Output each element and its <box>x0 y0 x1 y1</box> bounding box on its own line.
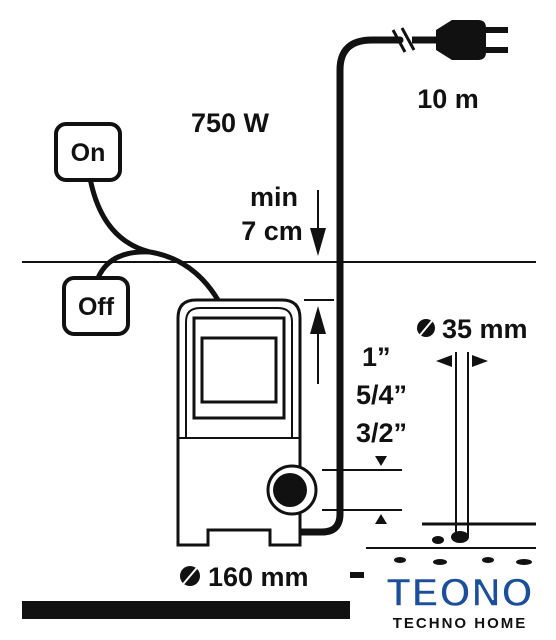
float-switch-cable-off <box>95 249 151 280</box>
floor-bar <box>22 601 350 619</box>
logo-name: TEONO <box>386 571 533 615</box>
switch-on-label: On <box>71 139 106 167</box>
cable-length-label: 10 m <box>417 84 479 114</box>
switch-off-label: Off <box>78 293 115 321</box>
logo-tagline: TECHNO HOME <box>393 615 528 632</box>
pump-diameter-label: 160 mm <box>208 562 309 592</box>
min-label: min <box>250 182 298 212</box>
switch-off-box <box>62 276 130 336</box>
plug-icon <box>436 20 508 60</box>
power-cable <box>292 36 404 536</box>
min-value-label: 7 cm <box>241 216 303 246</box>
brand-logo: TEONO TECHNO HOME <box>386 570 534 632</box>
switch-on-box <box>54 122 122 182</box>
pump-body <box>176 298 318 547</box>
cable-break-mark <box>391 27 416 53</box>
min-height-dimension <box>304 190 334 384</box>
outlet-dimension-markers <box>322 456 402 524</box>
outlet-size-2: 5/4” <box>356 380 407 410</box>
outlet-size-3: 3/2” <box>356 418 407 448</box>
float-switch-cable <box>87 177 237 337</box>
particle-size-label: 35 mm <box>442 314 528 344</box>
particle-size-dimension <box>350 352 536 578</box>
power-label: 750 W <box>191 108 270 138</box>
outlet-size-1: 1” <box>362 342 391 372</box>
